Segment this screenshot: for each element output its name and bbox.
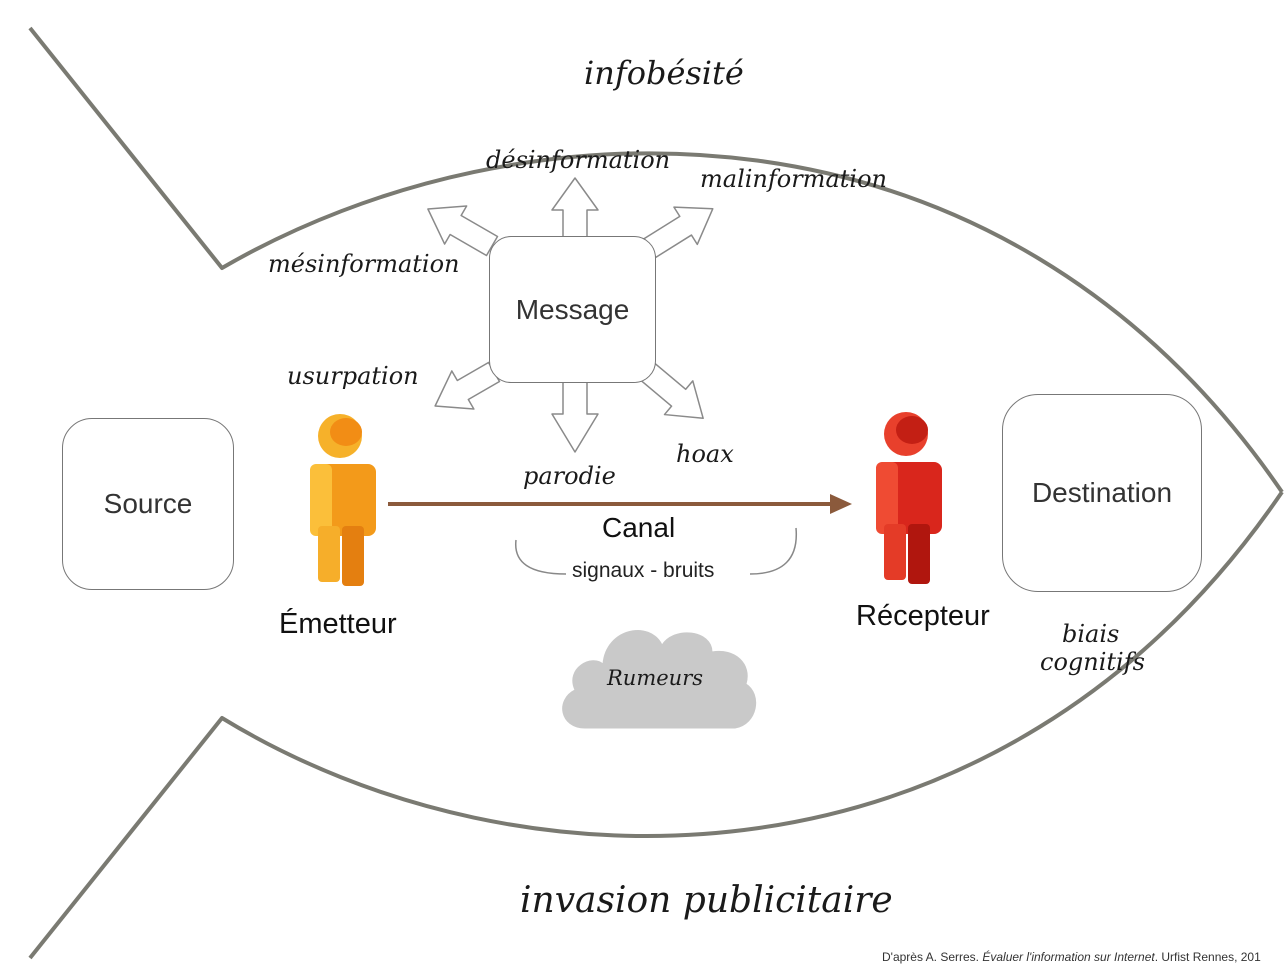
credit-title: Évaluer l'information sur Internet: [982, 950, 1155, 964]
channel-bracket: [515, 527, 798, 575]
arrow-up-right: [643, 206, 714, 259]
channel-note-label: signaux - bruits: [572, 559, 715, 582]
fish-outline-bottom: [28, 490, 1284, 960]
hoax-label: hoax: [676, 440, 734, 468]
desinformation-label: désinformation: [486, 146, 671, 174]
source-box: Source: [62, 418, 234, 590]
message-arrows: [427, 177, 714, 453]
source-box-label: Source: [103, 488, 193, 519]
fish-outline-top: [28, 26, 1284, 494]
channel-label: Canal: [602, 512, 676, 543]
arrow-up-left: [427, 205, 499, 257]
infobesite-label: infobésité: [584, 54, 744, 92]
credit-suffix: . Urfist Rennes, 201: [1154, 950, 1261, 964]
arrow-down-left: [434, 361, 501, 410]
biais-label: biais: [1062, 620, 1120, 648]
parodie-label: parodie: [523, 462, 616, 490]
arrow-down-right: [640, 362, 704, 420]
credit-prefix: D'après A. Serres.: [882, 950, 983, 964]
destination-box: Destination: [1002, 394, 1202, 592]
mesinformation-label: mésinformation: [268, 250, 460, 278]
rumeurs-label: Rumeurs: [607, 666, 704, 690]
receiver-label: Récepteur: [856, 600, 990, 632]
malinformation-label: malinformation: [700, 165, 887, 193]
credit-line: D'après A. Serres. Évaluer l'information…: [882, 950, 1261, 964]
invasion-publicitaire-label: invasion publicitaire: [520, 880, 893, 921]
cloud-icon: [562, 630, 757, 729]
arrow-up: [551, 177, 599, 239]
message-box: Message: [489, 236, 656, 383]
message-box-label: Message: [515, 293, 630, 325]
destination-box-label: Destination: [1031, 477, 1173, 508]
cognitifs-label: cognitifs: [1040, 648, 1145, 676]
emitter-label: Émetteur: [279, 608, 397, 640]
emitter-person-icon: [310, 414, 376, 586]
usurpation-label: usurpation: [287, 362, 419, 390]
channel-arrow-head: [830, 494, 852, 514]
arrow-down: [551, 381, 599, 453]
receiver-person-icon: [876, 412, 942, 584]
